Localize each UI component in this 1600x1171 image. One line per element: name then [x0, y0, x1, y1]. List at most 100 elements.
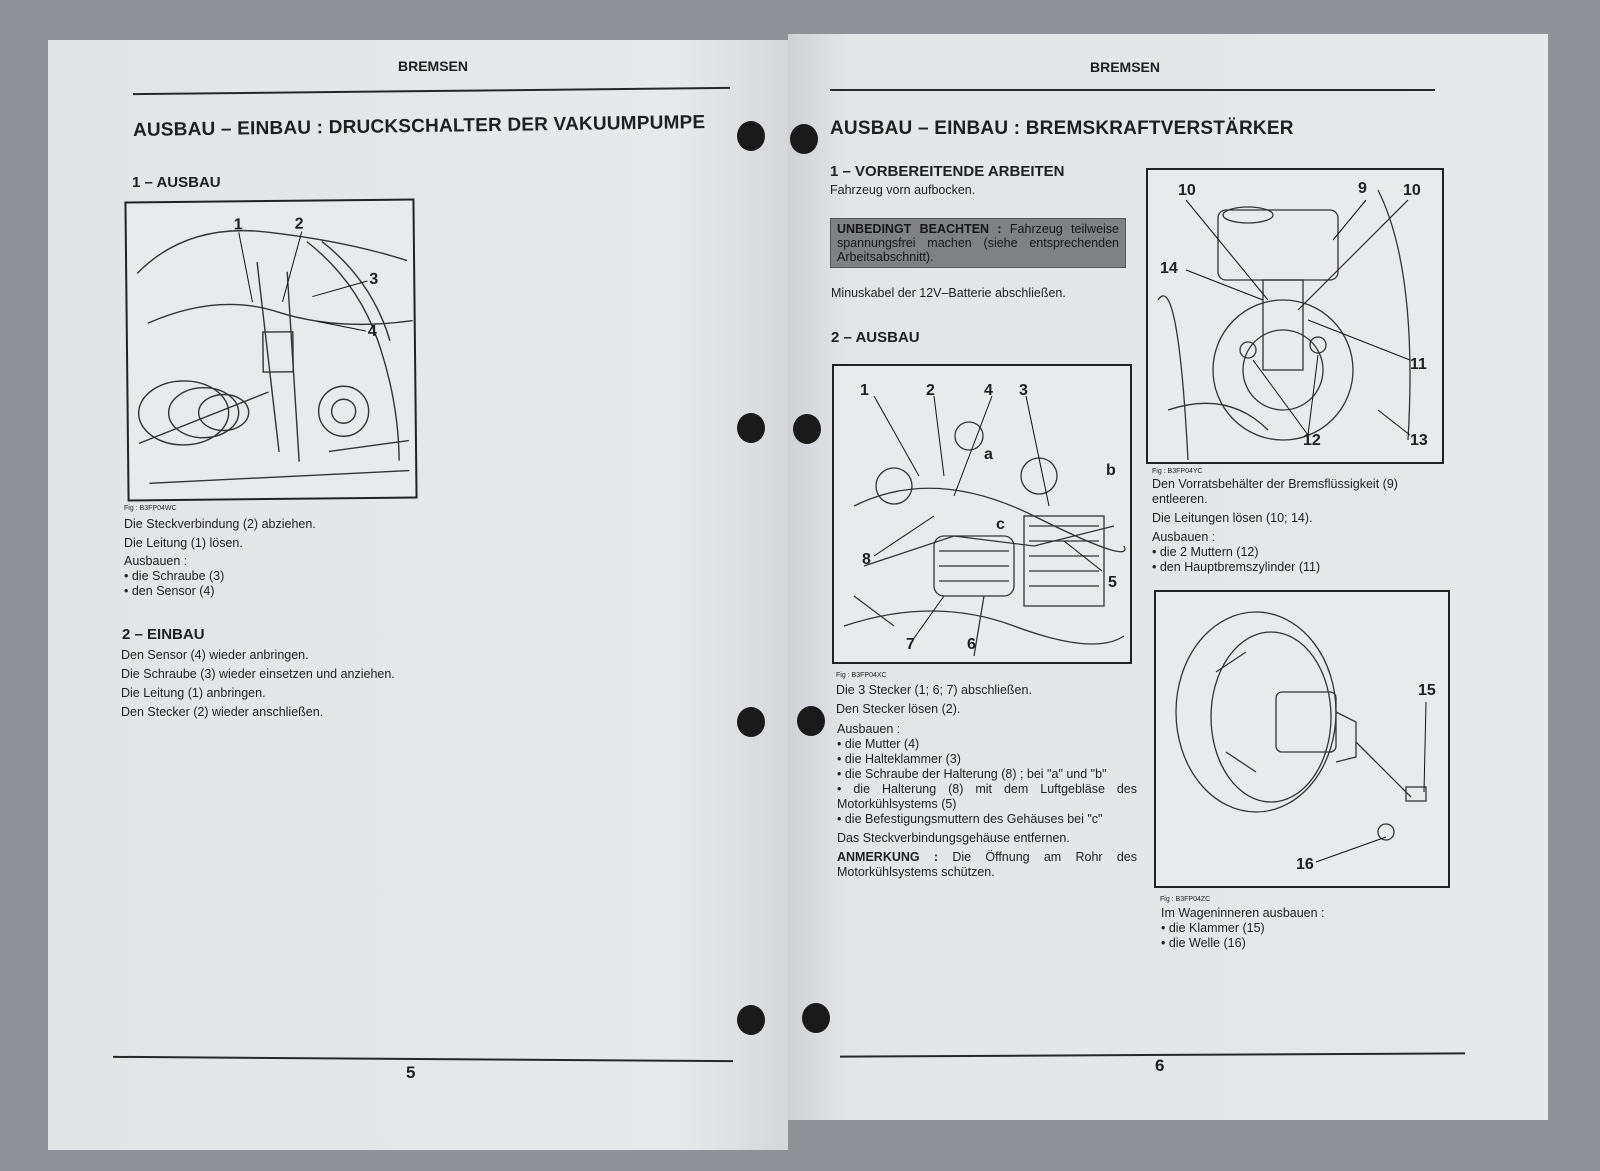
callout-9: 9 — [1358, 180, 1367, 197]
step: Die Schraube (3) wieder einsetzen und an… — [121, 667, 395, 681]
figure-engine-bay: 1 2 4 3 a b c 8 5 7 6 — [832, 364, 1132, 664]
list-item: die Schraube der Halterung (8) ; bei "a"… — [837, 767, 1137, 782]
page-number: 6 — [1155, 1056, 1165, 1075]
callout-3: 3 — [369, 270, 379, 288]
callout-b: b — [1106, 462, 1116, 479]
header-rule — [133, 86, 730, 96]
step: Den Sensor (4) wieder anbringen. — [121, 648, 309, 662]
step: Die Leitungen lösen (10; 14). — [1152, 511, 1313, 525]
binder-hole — [802, 1003, 830, 1033]
list-item: den Hauptbremszylinder (11) — [1152, 560, 1452, 575]
list-item: die Halteklammer (3) — [837, 752, 1137, 767]
remove-list: Ausbauen : die Mutter (4) die Halteklamm… — [837, 722, 1137, 880]
callout-c: c — [996, 516, 1005, 533]
list-item: die Halterung (8) mit dem Luftgebläse de… — [837, 782, 1137, 812]
binder-hole — [793, 414, 821, 444]
callout-10: 10 — [1178, 182, 1196, 199]
binder-hole — [737, 1005, 765, 1035]
section-heading: 2 – EINBAU — [122, 626, 205, 643]
callout-a: a — [984, 446, 993, 463]
callout-1: 1 — [860, 382, 869, 399]
callout-12: 12 — [1303, 432, 1321, 449]
remove-label: Ausbauen : — [837, 722, 901, 736]
step: Die Leitung (1) anbringen. — [121, 686, 266, 700]
callout-8: 8 — [862, 551, 871, 568]
reservoir-steps: Den Vorratsbehälter der Bremsflüssigkeit… — [1152, 477, 1452, 575]
page-title: AUSBAU – EINBAU : BREMSKRAFTVERSTÄRKER — [830, 118, 1294, 139]
interior-label: Im Wageninneren ausbauen : — [1161, 906, 1325, 920]
callout-6: 6 — [967, 636, 976, 653]
list-item: den Sensor (4) — [124, 584, 224, 599]
list-item: die Klammer (15) — [1161, 921, 1325, 936]
figure-brake-booster: 15 16 — [1154, 590, 1450, 888]
step: Den Vorratsbehälter der Bremsflüssigkeit… — [1152, 477, 1398, 506]
figure-caption: Fig : B3FP04XC — [836, 672, 887, 679]
list-item: die Welle (16) — [1161, 936, 1325, 951]
callout-2: 2 — [294, 215, 304, 233]
remark-label: ANMERKUNG : — [837, 850, 939, 864]
section-heading: 1 – AUSBAU — [132, 174, 221, 191]
step: Die Steckverbindung (2) abziehen. — [124, 517, 316, 531]
callout-5: 5 — [1108, 574, 1117, 591]
note-text: Fahrzeug teilweise spannungsfrei machen … — [837, 222, 1119, 264]
housing-text: Das Steckverbindungsgehäuse entfernen. — [837, 831, 1070, 845]
callout-4: 4 — [984, 382, 993, 399]
right-page: BREMSEN AUSBAU – EINBAU : BREMSKRAFTVERS… — [788, 34, 1548, 1120]
remove-label: Ausbauen : — [1152, 530, 1216, 544]
callout-1: 1 — [233, 216, 243, 234]
callout-2: 2 — [926, 382, 935, 399]
step: Den Stecker lösen (2). — [836, 702, 961, 716]
remove-label: Ausbauen : — [124, 554, 188, 568]
callout-3: 3 — [1019, 382, 1028, 399]
footer-rule — [839, 1052, 1466, 1058]
list-item: die Befestigungsmuttern des Gehäuses bei… — [837, 812, 1137, 827]
callout-4: 4 — [367, 322, 377, 340]
page-header: BREMSEN — [1090, 59, 1161, 75]
list-item: die 2 Muttern (12) — [1152, 545, 1452, 560]
page-header: BREMSEN — [398, 58, 469, 74]
callout-11: 11 — [1410, 356, 1427, 373]
binder-hole — [737, 121, 765, 151]
note-label: UNBEDINGT BEACHTEN : — [837, 222, 1002, 236]
header-rule — [830, 89, 1435, 91]
callout-7: 7 — [906, 636, 915, 653]
binder-hole — [790, 124, 818, 154]
section-heading: 2 – AUSBAU — [831, 329, 920, 346]
brake-booster-drawing — [1175, 611, 1427, 863]
engine-bay-drawing — [843, 395, 1126, 657]
warning-note: UNBEDINGT BEACHTEN : Fahrzeug teilweise … — [830, 218, 1126, 268]
figure-caption: Fig : B3FP04WC — [124, 505, 177, 512]
prep-text: Fahrzeug vorn aufbocken. — [830, 183, 976, 197]
callout-16: 16 — [1296, 856, 1314, 873]
step: Die 3 Stecker (1; 6; 7) abschließen. — [836, 683, 1032, 697]
binder-hole — [737, 707, 765, 737]
callout-13: 13 — [1410, 432, 1428, 449]
callout-15: 15 — [1418, 682, 1436, 699]
step: Die Leitung (1) lösen. — [124, 536, 243, 550]
remove-list: Ausbauen : die Schraube (3)den Sensor (4… — [124, 554, 224, 599]
install-steps: Den Sensor (4) wieder anbringen. Die Sch… — [121, 646, 395, 722]
figure-master-cylinder: 10 9 10 14 11 12 13 — [1146, 168, 1444, 464]
callout-10b: 10 — [1403, 182, 1421, 199]
page-number: 5 — [406, 1063, 416, 1082]
removal-steps: Die Steckverbindung (2) abziehen. Die Le… — [124, 515, 316, 553]
binder-hole — [797, 706, 825, 736]
list-item: die Schraube (3) — [124, 569, 224, 584]
page-title: AUSBAU – EINBAU : DRUCKSCHALTER DER VAKU… — [132, 112, 706, 141]
list-item: die Mutter (4) — [837, 737, 1137, 752]
disconnect-steps: Die 3 Stecker (1; 6; 7) abschließen. Den… — [836, 681, 1032, 719]
binder-hole — [737, 413, 765, 443]
step: Den Stecker (2) wieder anschließen. — [121, 705, 324, 719]
battery-text: Minuskabel der 12V–Batterie abschließen. — [831, 286, 1066, 300]
engine-drawing — [136, 229, 413, 484]
left-page: BREMSEN AUSBAU – EINBAU : DRUCKSCHALTER … — [48, 40, 788, 1150]
figure-caption: Fig : B3FP04YC — [1152, 468, 1203, 475]
footer-rule — [113, 1055, 733, 1063]
section-heading: 1 – VORBEREITENDE ARBEITEN — [830, 163, 1065, 180]
figure-vacuum-pump-switch: 1 2 3 4 — [124, 198, 418, 502]
interior-list: Im Wageninneren ausbauen : die Klammer (… — [1161, 906, 1325, 951]
master-cylinder-drawing — [1157, 189, 1411, 461]
callout-14: 14 — [1160, 260, 1178, 277]
remark-text: Die Öffnung am Rohr des Motorkühlsystems… — [837, 850, 1137, 879]
figure-caption: Fig : B3FP04ZC — [1160, 896, 1211, 903]
